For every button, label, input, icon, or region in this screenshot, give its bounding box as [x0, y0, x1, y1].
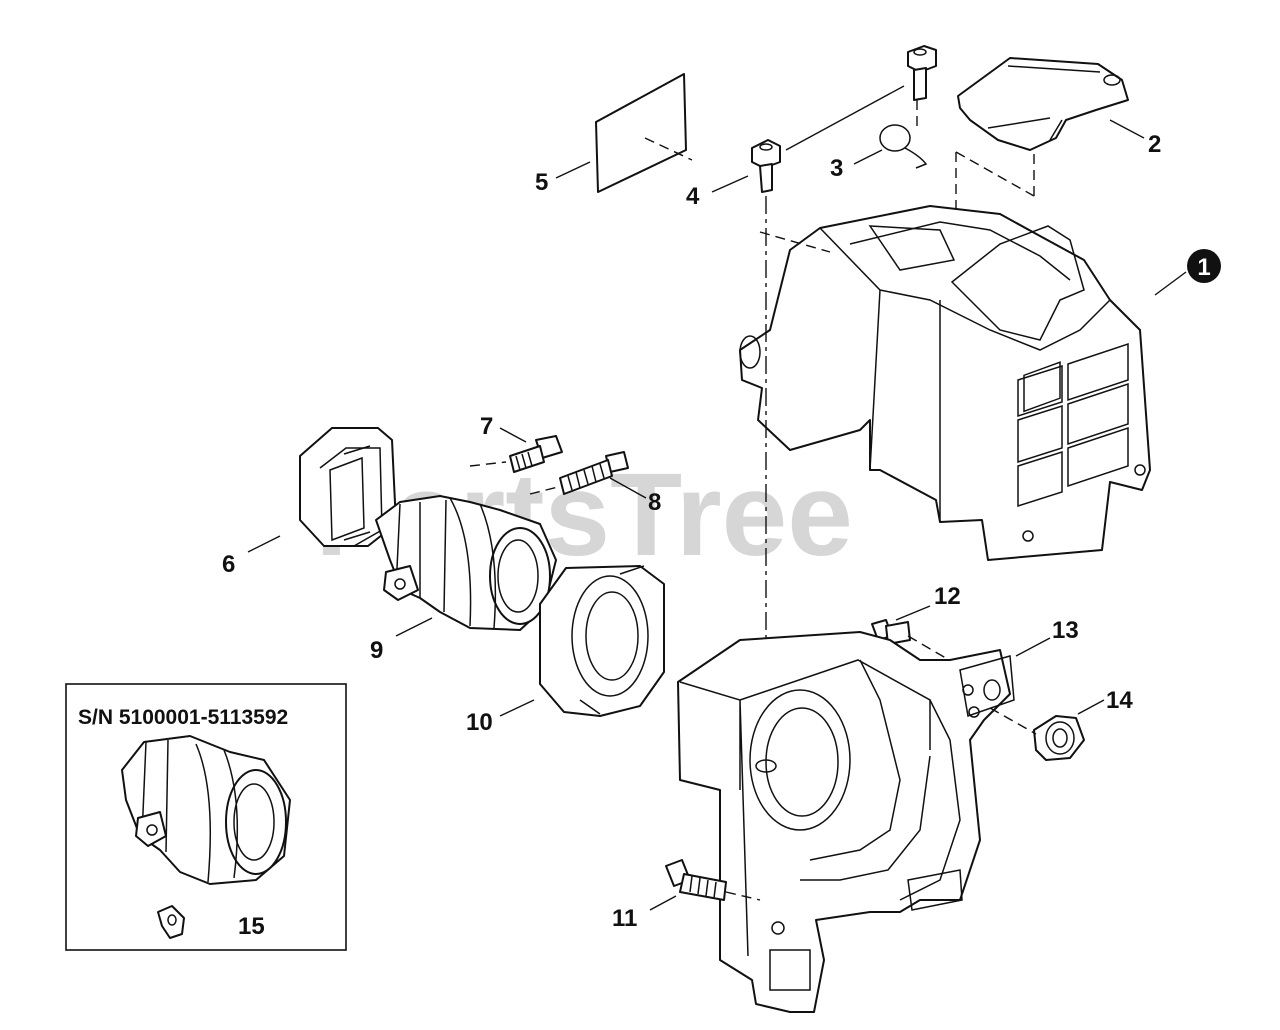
part-4-screw-lower[interactable] — [751, 139, 781, 193]
part-12-screw[interactable] — [871, 619, 911, 645]
callout-12[interactable]: 12 — [934, 583, 961, 610]
callout-4[interactable]: 4 — [686, 183, 700, 210]
callout-7[interactable]: 7 — [480, 413, 493, 440]
serial-inset-box: S/N 5100001-5113592 — [65, 683, 347, 951]
part-13-crankcase[interactable] — [677, 631, 1015, 1013]
callout-1[interactable]: 1 — [1187, 249, 1221, 283]
part-4-screw-upper[interactable] — [907, 45, 937, 101]
callout-9[interactable]: 9 — [370, 637, 383, 664]
callout-8[interactable]: 8 — [648, 489, 661, 516]
part-15-adaptor-alt[interactable] — [121, 735, 291, 885]
callout-10[interactable]: 10 — [466, 709, 493, 736]
callout-3[interactable]: 3 — [830, 155, 843, 182]
part-6-insulator-ring[interactable] — [299, 427, 397, 547]
callout-1-label: 1 — [1197, 254, 1210, 281]
part-5-label-sticker[interactable] — [595, 73, 693, 193]
part-2-cover-lid[interactable] — [955, 57, 1129, 218]
callout-13[interactable]: 13 — [1052, 617, 1079, 644]
callout-11[interactable]: 11 — [612, 905, 637, 932]
callout-5[interactable]: 5 — [535, 169, 548, 196]
part-1-cylinder-cover[interactable] — [739, 205, 1151, 561]
part-14-grommet[interactable] — [1033, 715, 1085, 761]
part-15-gasket-small[interactable] — [157, 905, 185, 939]
part-7-bolt[interactable] — [509, 435, 563, 473]
part-3-wire-clip[interactable] — [879, 100, 928, 169]
part-9-adaptor[interactable] — [375, 495, 557, 631]
callout-14[interactable]: 14 — [1106, 687, 1133, 714]
serial-range-label: S/N 5100001-5113592 — [78, 706, 288, 729]
callout-6[interactable]: 6 — [222, 551, 235, 578]
part-11-bolt[interactable] — [665, 859, 727, 901]
part-10-insulator-ring[interactable] — [539, 565, 665, 717]
callout-15[interactable]: 15 — [238, 913, 265, 940]
callout-2[interactable]: 2 — [1148, 131, 1161, 158]
part-8-long-bolt[interactable] — [559, 451, 629, 495]
